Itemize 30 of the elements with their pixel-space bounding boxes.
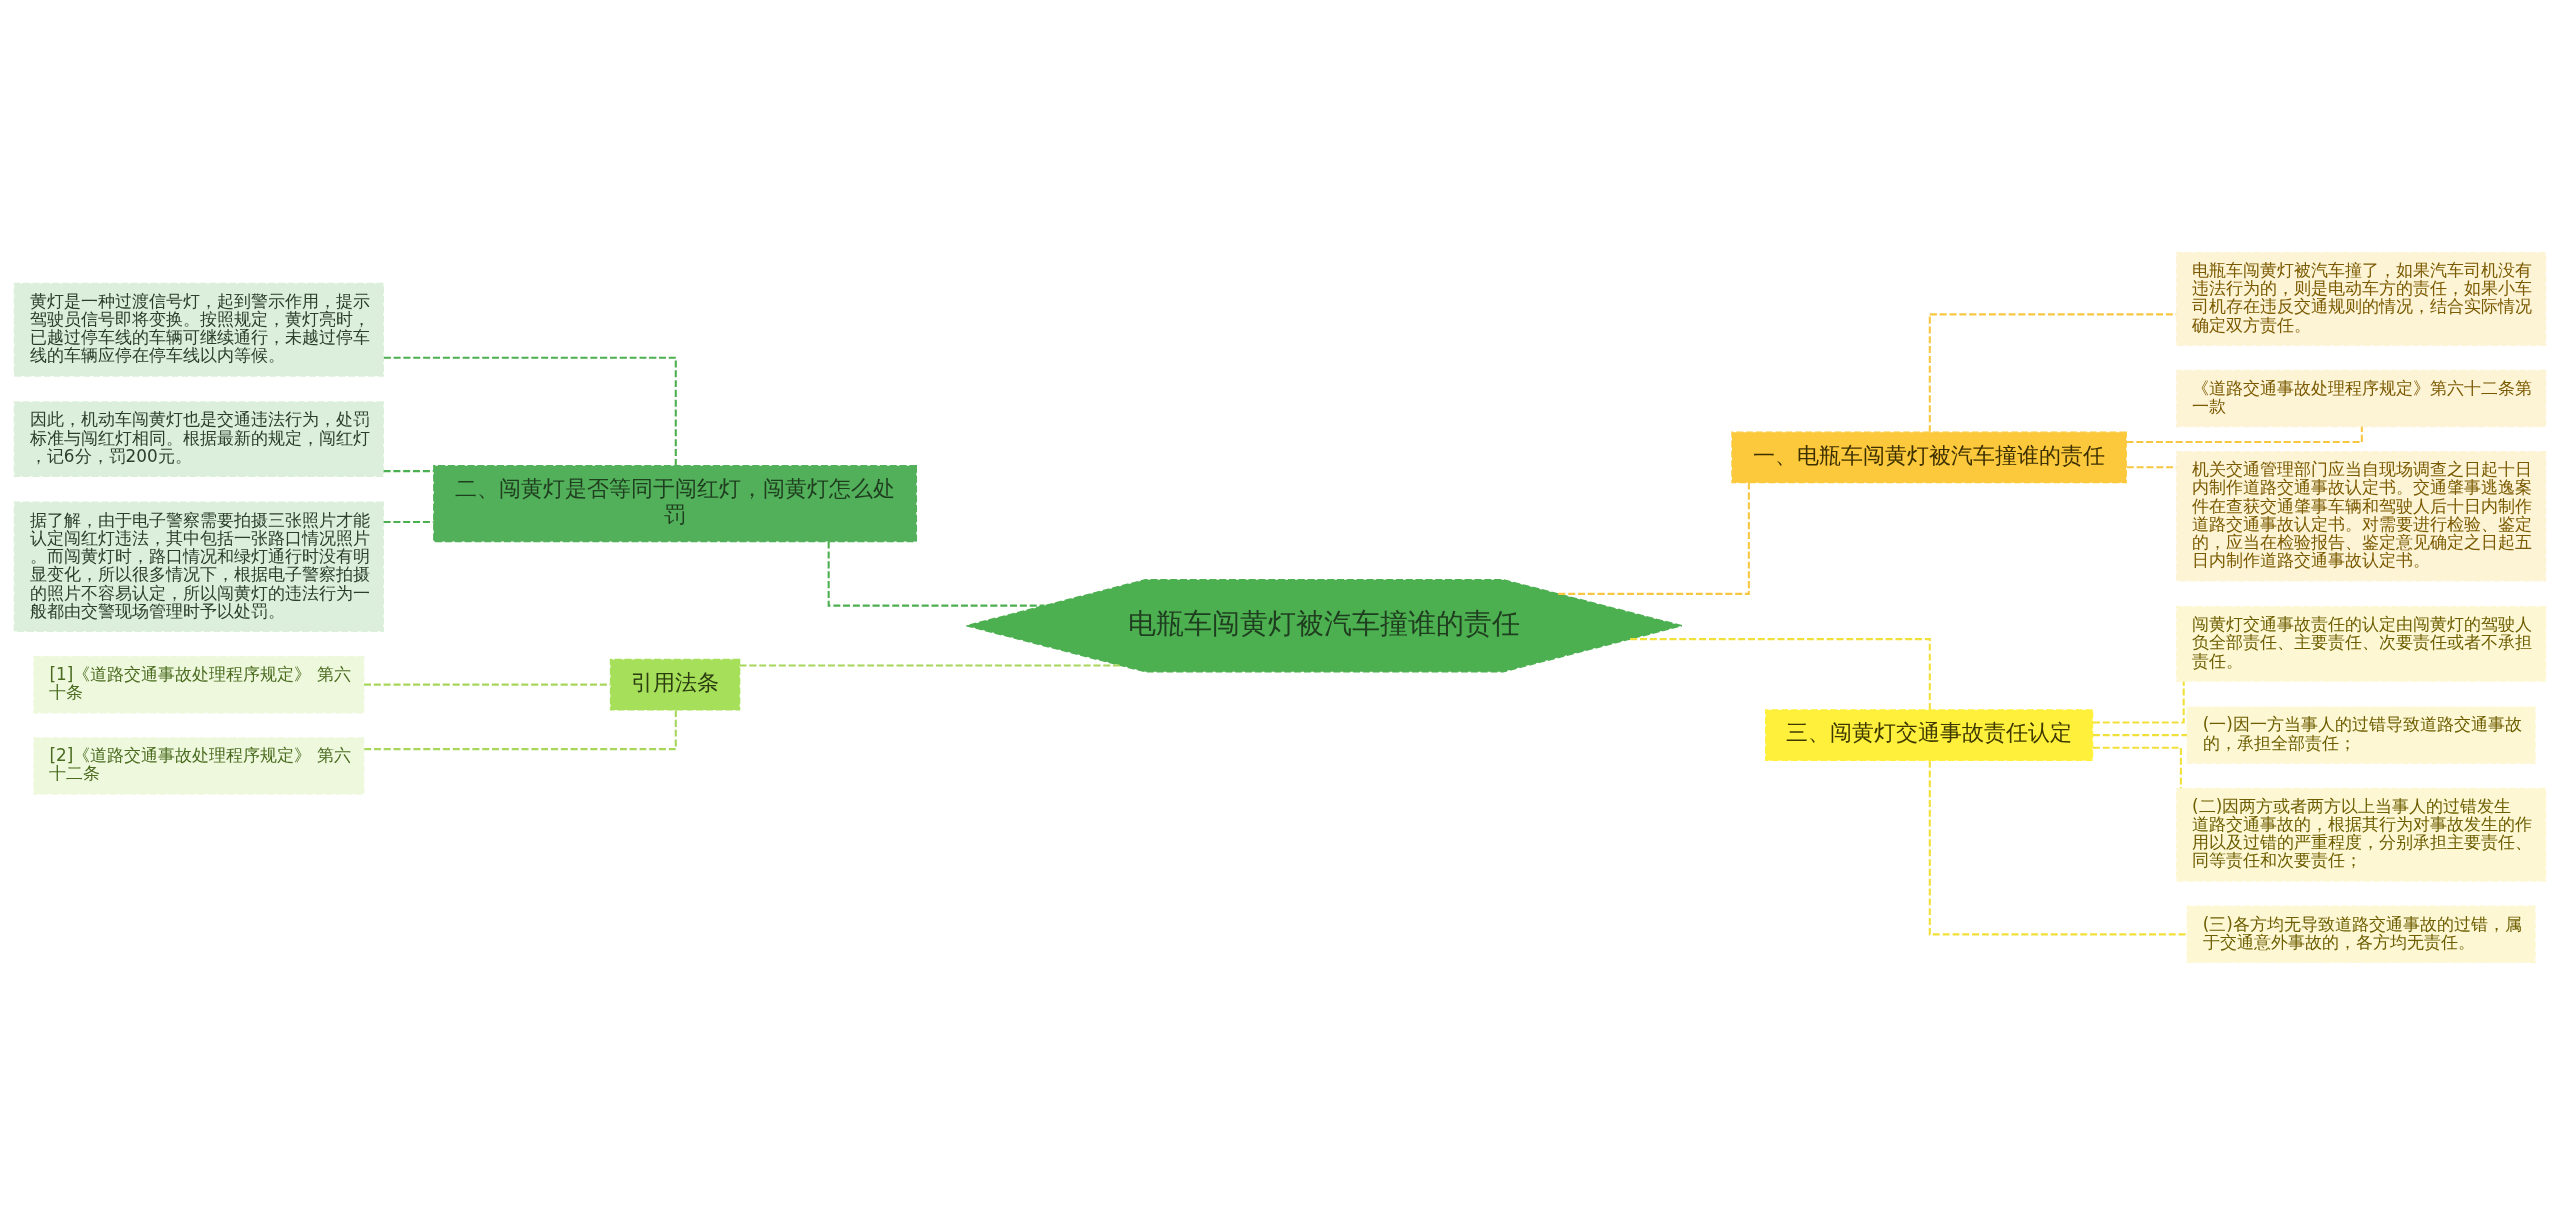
node-box: (一)因一方当事人的过错导致道路交通事故的，承担全部责任； [2186,705,2536,764]
connector [2092,680,2185,724]
connector [827,541,1045,607]
node-box: 机关交通管理部门应当自现场调查之日起十日内制作道路交通事故认定书。交通肇事逃逸案件在查获交通肇事车辆和驾驶人后十日内制作道路交通事故认定书。对需要进行检验、鉴定的，应当在检验报告、鉴定意见确定之日起五日内制作道路交通事故认定书。 [2176,450,2547,582]
connector [739,663,1121,666]
node-box: 据了解，由于电子警察需要拍摄三张照片才能认定闯红灯违法，其中包括一张路口情况照片。而闯黄灯时，路口情况和绿灯通行时没有明显变化，所以很多情况下，根据电子警察拍摄的照片不容易认定，所以闯黄灯的违法行为一般都由交警现场管理时予以处罚。 [13,501,384,632]
connector [1630,637,1931,709]
connector [1928,760,2187,935]
node-box: 二、闯黄灯是否等同于闯红灯，闯黄灯怎么处罚 [433,464,918,542]
connector [383,356,677,466]
connector [2093,733,2187,736]
node-box: [1]《道路交通事故处理程序规定》 第六十条 [33,655,365,713]
node-box: 闯黄灯交通事故责任的认定由闯黄灯的驾驶人负全部责任、主要责任、次要责任或者不承担责任。 [2176,605,2547,682]
connector [383,520,434,523]
connector [383,469,434,472]
connector [364,709,677,750]
connector [2092,746,2182,788]
node-box: 《道路交通事故处理程序规定》第六十二条第一款 [2176,369,2547,427]
node-box: (二)因两方或者两方以上当事人的过错发生道路交通事故的，根据其行为对事故发生的作用以及过错的严重程度，分别承担主要责任、同等责任和次要责任； [2176,787,2547,882]
node-box: 引用法条 [609,658,741,711]
node-box: 三、闯黄灯交通事故责任认定 [1765,708,2094,761]
node-box: 因此，机动车闯黄灯也是交通违法行为，处罚标准与闯红灯相同。根据最新的规定，闯红灯，记6分，罚200元。 [13,400,384,477]
node-box: (三)各方均无导致道路交通事故的过错，属于交通意外事故的，各方均无责任。 [2186,905,2536,963]
node-box: 一、电瓶车闯黄灯被汽车撞谁的责任 [1731,430,2127,483]
node-box: [2]《道路交通事故处理程序规定》 第六十二条 [33,736,365,795]
node-box: 黄灯是一种过渡信号灯，起到警示作用，提示驾驶员信号即将变换。按照规定，黄灯亮时，已越过停车线的车辆可继续通行，未越过停车线的车辆应停在停车线以内等候。 [13,282,384,377]
connector [1558,482,1750,595]
connector [2126,426,2363,443]
connector [364,683,610,686]
node-box: 电瓶车闯黄灯被汽车撞了，如果汽车司机没有违法行为的，则是电动车方的责任，如果小车司机存在违反交通规则的情况，结合实际情况确定双方责任。 [2176,251,2547,346]
